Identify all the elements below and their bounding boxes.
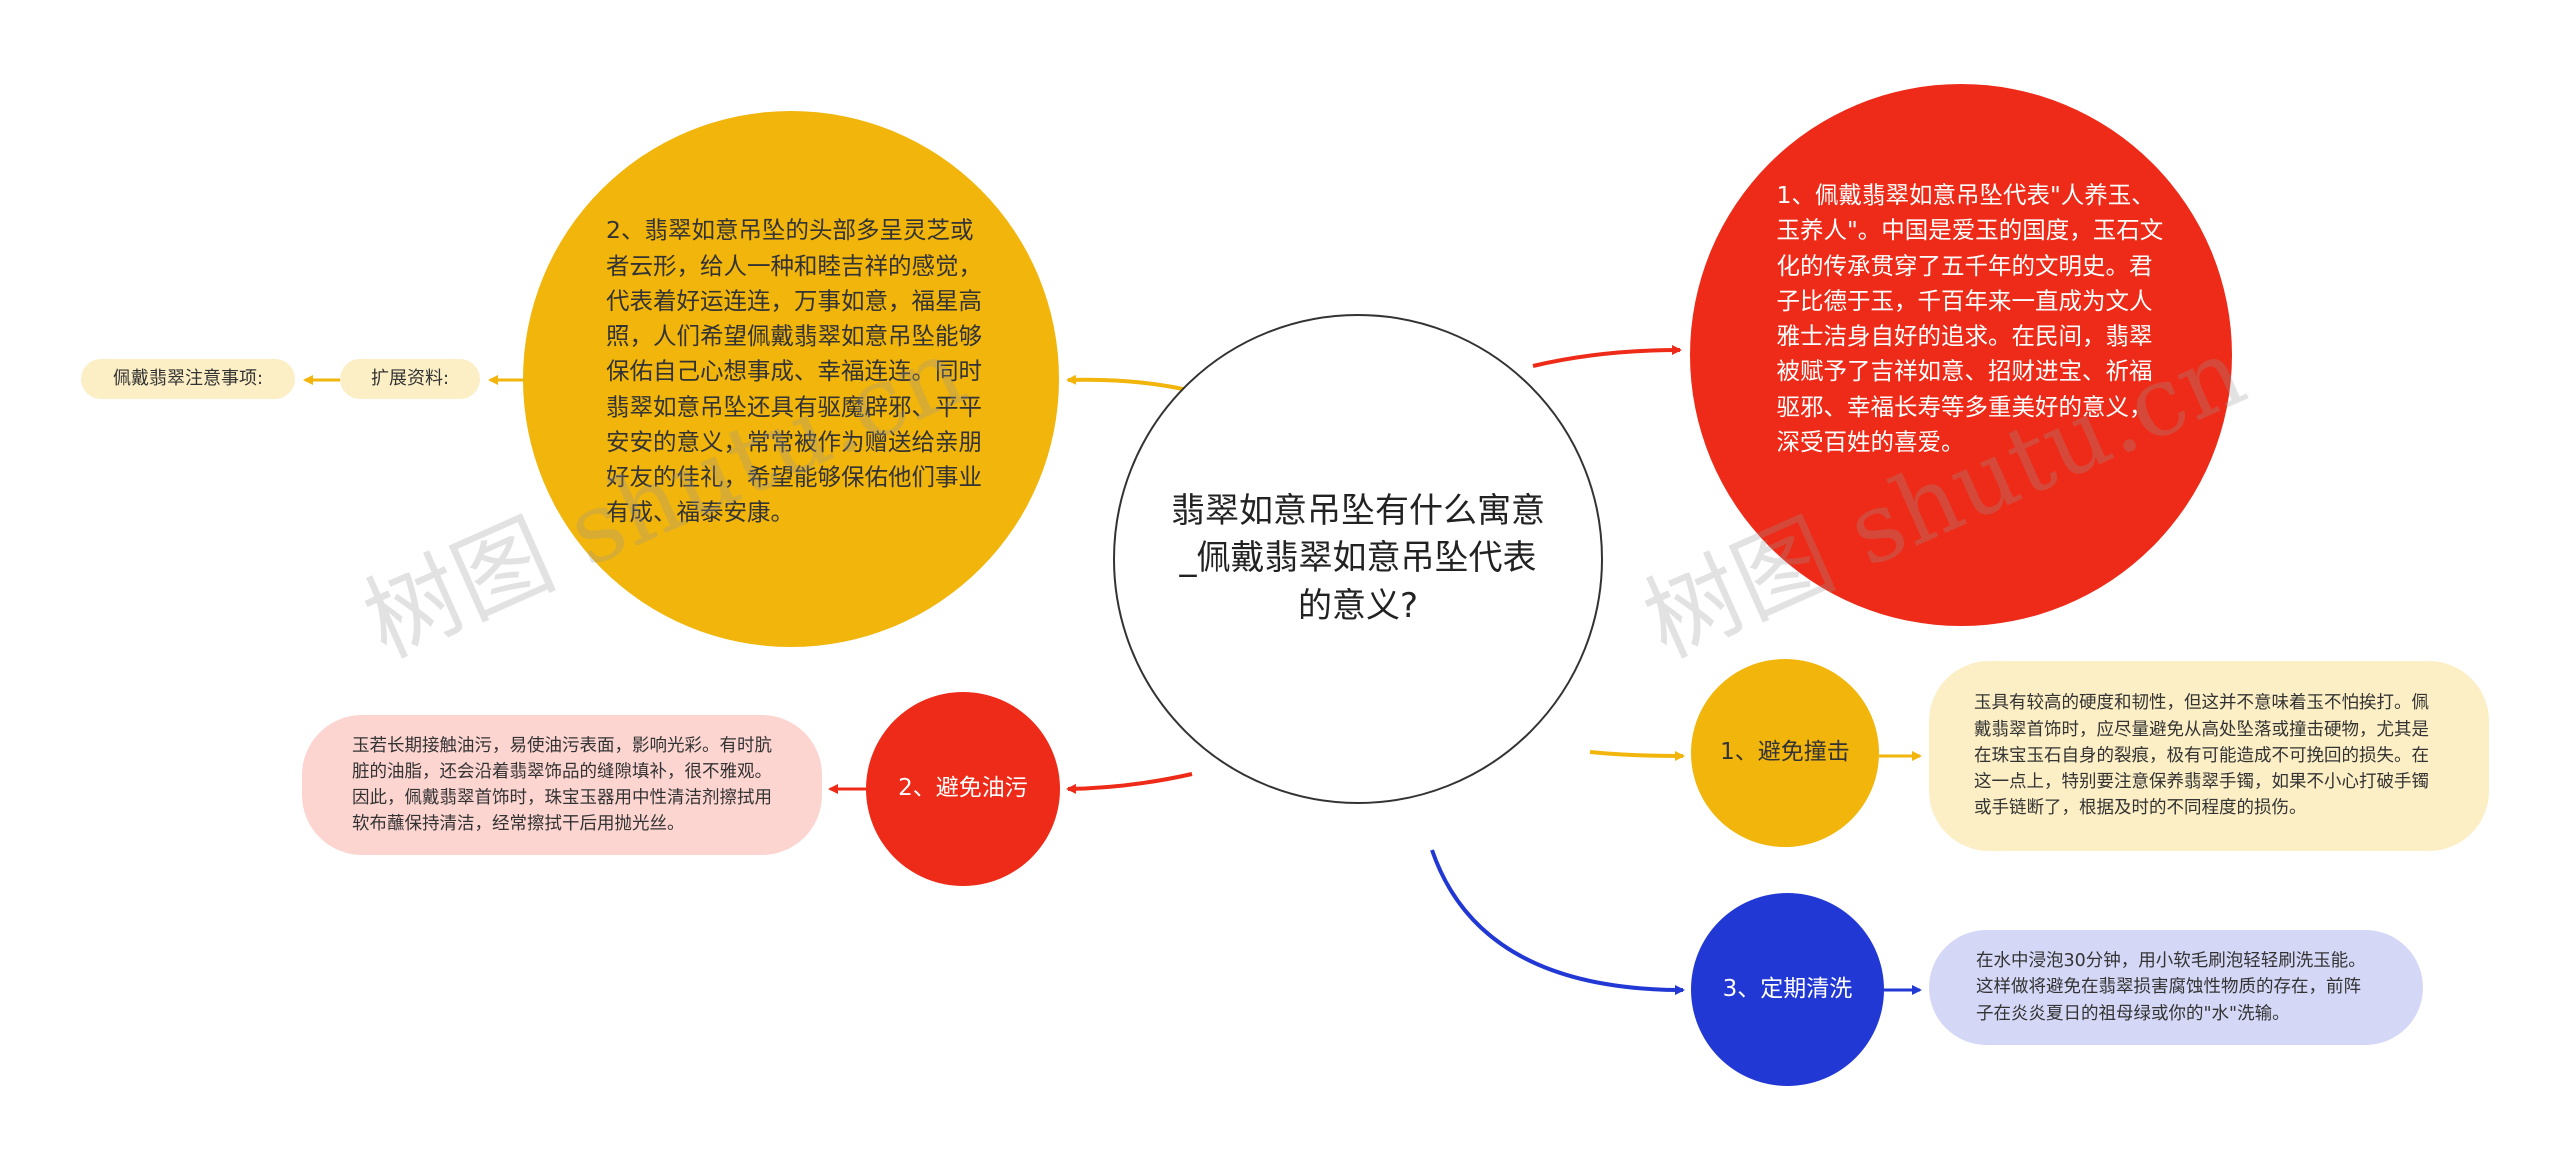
topic-avoid-impact-label: 1、避免撞击 bbox=[1720, 739, 1850, 766]
topic-avoid-oil-label: 2、避免油污 bbox=[898, 775, 1028, 802]
wearing-notes-tag[interactable]: 佩戴翡翠注意事项: bbox=[81, 359, 295, 399]
topic-avoid-oil[interactable]: 2、避免油污 bbox=[866, 692, 1060, 886]
topic-pendant-head-meaning-text: 2、翡翠如意吊坠的头部多呈灵芝或者云形，给人一种和睦吉祥的感觉，代表着好运连连，… bbox=[606, 216, 982, 527]
regular-cleaning-detail-text: 在水中浸泡30分钟，用小软毛刷泡轻轻刷洗玉能。这样做将避免在翡翠损害腐蚀性物质的… bbox=[1976, 951, 2366, 1024]
ext-resources-label: 扩展资料: bbox=[370, 367, 450, 389]
regular-cleaning-detail[interactable]: 在水中浸泡30分钟，用小软毛刷泡轻轻刷洗玉能。这样做将避免在翡翠损害腐蚀性物质的… bbox=[1929, 930, 2423, 1045]
avoid-impact-detail-text: 玉具有较高的硬度和韧性，但这并不意味着玉不怕挨打。佩戴翡翠首饰时，应尽量避免从高… bbox=[1974, 693, 2429, 819]
connector-center-to-avoid-hit bbox=[1589, 750, 1685, 761]
wearing-notes-label: 佩戴翡翠注意事项: bbox=[112, 367, 264, 389]
connector-center-to-clean bbox=[1430, 849, 1685, 995]
avoid-oil-detail-text: 玉若长期接触油污，易使油污表面，影响光彩。有时肮脏的油脂，还会沿着翡翠饰品的缝隙… bbox=[352, 735, 772, 835]
topic-wearing-meaning-text: 1、佩戴翡翠如意吊坠代表"人养玉、玉养人"。中国是爱玉的国度，玉石文化的传承贯穿… bbox=[1776, 181, 2164, 456]
topic-avoid-impact[interactable]: 1、避免撞击 bbox=[1691, 659, 1879, 847]
connector-center-to-avoid-oil bbox=[1066, 772, 1193, 794]
ext-resources-tag[interactable]: 扩展资料: bbox=[340, 359, 480, 399]
topic-wearing-meaning[interactable]: 1、佩戴翡翠如意吊坠代表"人养玉、玉养人"。中国是爱玉的国度，玉石文化的传承贯穿… bbox=[1690, 84, 2232, 626]
topic-pendant-head-meaning[interactable]: 2、翡翠如意吊坠的头部多呈灵芝或者云形，给人一种和睦吉祥的感觉，代表着好运连连，… bbox=[523, 111, 1059, 647]
center-topic-text: 翡翠如意吊坠有什么寓意_佩戴翡翠如意吊坠代表的意义? bbox=[1171, 490, 1545, 626]
connector-center-to-right-top bbox=[1532, 345, 1682, 368]
connector-center-to-left-top bbox=[1066, 374, 1197, 394]
topic-regular-cleaning-label: 3、定期清洗 bbox=[1722, 975, 1853, 1002]
avoid-impact-detail[interactable]: 玉具有较高的硬度和韧性，但这并不意味着玉不怕挨打。佩戴翡翠首饰时，应尽量避免从高… bbox=[1929, 661, 2489, 851]
topic-regular-cleaning[interactable]: 3、定期清洗 bbox=[1691, 893, 1884, 1086]
avoid-oil-detail[interactable]: 玉若长期接触油污，易使油污表面，影响光彩。有时肮脏的油脂，还会沿着翡翠饰品的缝隙… bbox=[302, 715, 822, 855]
center-topic[interactable]: 翡翠如意吊坠有什么寓意_佩戴翡翠如意吊坠代表的意义? bbox=[1113, 314, 1603, 804]
